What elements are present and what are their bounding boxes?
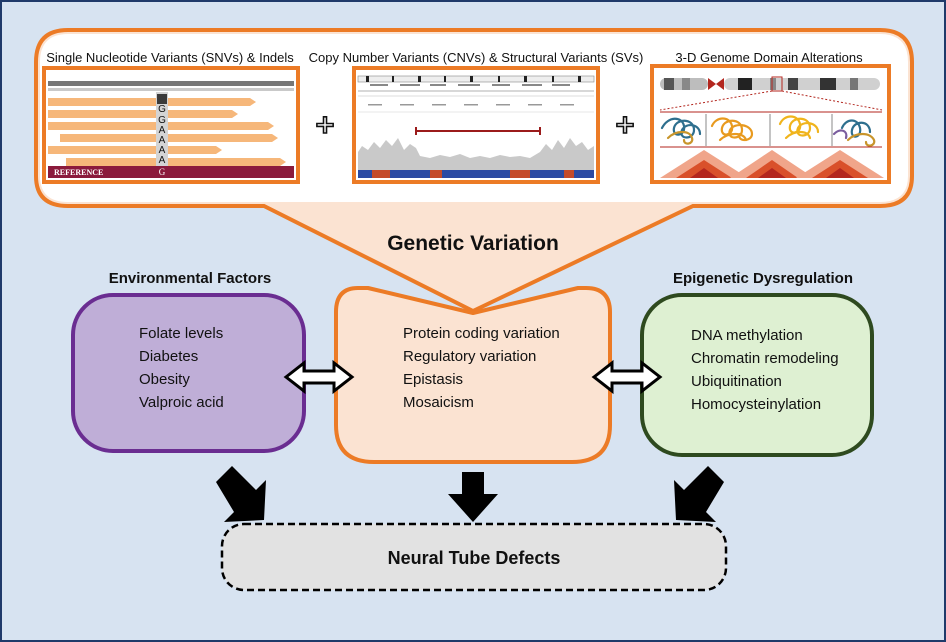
env-item-2: Obesity — [139, 371, 190, 388]
arrow-env-to-outcome — [216, 466, 266, 522]
snv-base-2: A — [159, 125, 166, 136]
genetic-variation-title: Genetic Variation — [387, 232, 559, 255]
snv-panel: G G A A A A REFERENCE G — [42, 66, 300, 184]
arrow-epi-to-outcome — [674, 466, 724, 522]
gv-item-3: Mosaicism — [403, 394, 474, 411]
gv-item-2: Epistasis — [403, 371, 463, 388]
reference-bar — [48, 166, 294, 178]
reference-label: REFERENCE — [54, 168, 103, 177]
epi-item-0: DNA methylation — [691, 327, 803, 344]
snv-base-3: A — [159, 135, 166, 146]
epi-item-2: Ubiquitination — [691, 373, 782, 390]
arrow-genetic-to-outcome — [448, 472, 498, 522]
genome3d-panel — [650, 64, 891, 184]
epi-item-1: Chromatin remodeling — [691, 350, 839, 367]
snv-base-4: A — [159, 145, 166, 156]
cnv-caption: Copy Number Variants (CNVs) & Structural… — [309, 50, 644, 65]
genome3d-caption: 3-D Genome Domain Alterations — [675, 50, 863, 65]
snv-caption: Single Nucleotide Variants (SNVs) & Inde… — [46, 50, 294, 65]
gv-item-0: Protein coding variation — [403, 325, 560, 342]
plus-sign-2: + — [614, 110, 636, 140]
snv-base-5: A — [159, 155, 166, 166]
snv-base-0: G — [158, 104, 166, 115]
neural-tube-defects-label: Neural Tube Defects — [388, 548, 561, 568]
snv-base-1: G — [158, 115, 166, 126]
double-arrow-right — [591, 359, 663, 395]
genetic-variation-box — [334, 286, 612, 464]
epigenetic-dysregulation-title: Epigenetic Dysregulation — [673, 270, 853, 287]
reference-base: G — [159, 167, 166, 177]
double-arrow-left — [283, 359, 355, 395]
env-item-1: Diabetes — [139, 348, 198, 365]
plus-sign-1: + — [314, 110, 336, 140]
env-item-3: Valproic acid — [139, 394, 224, 411]
gv-item-1: Regulatory variation — [403, 348, 536, 365]
epi-item-3: Homocysteinylation — [691, 396, 821, 413]
cnv-panel — [352, 66, 600, 184]
neural-tube-defects-box — [220, 522, 728, 592]
env-item-0: Folate levels — [139, 325, 223, 342]
environmental-factors-title: Environmental Factors — [109, 270, 272, 287]
